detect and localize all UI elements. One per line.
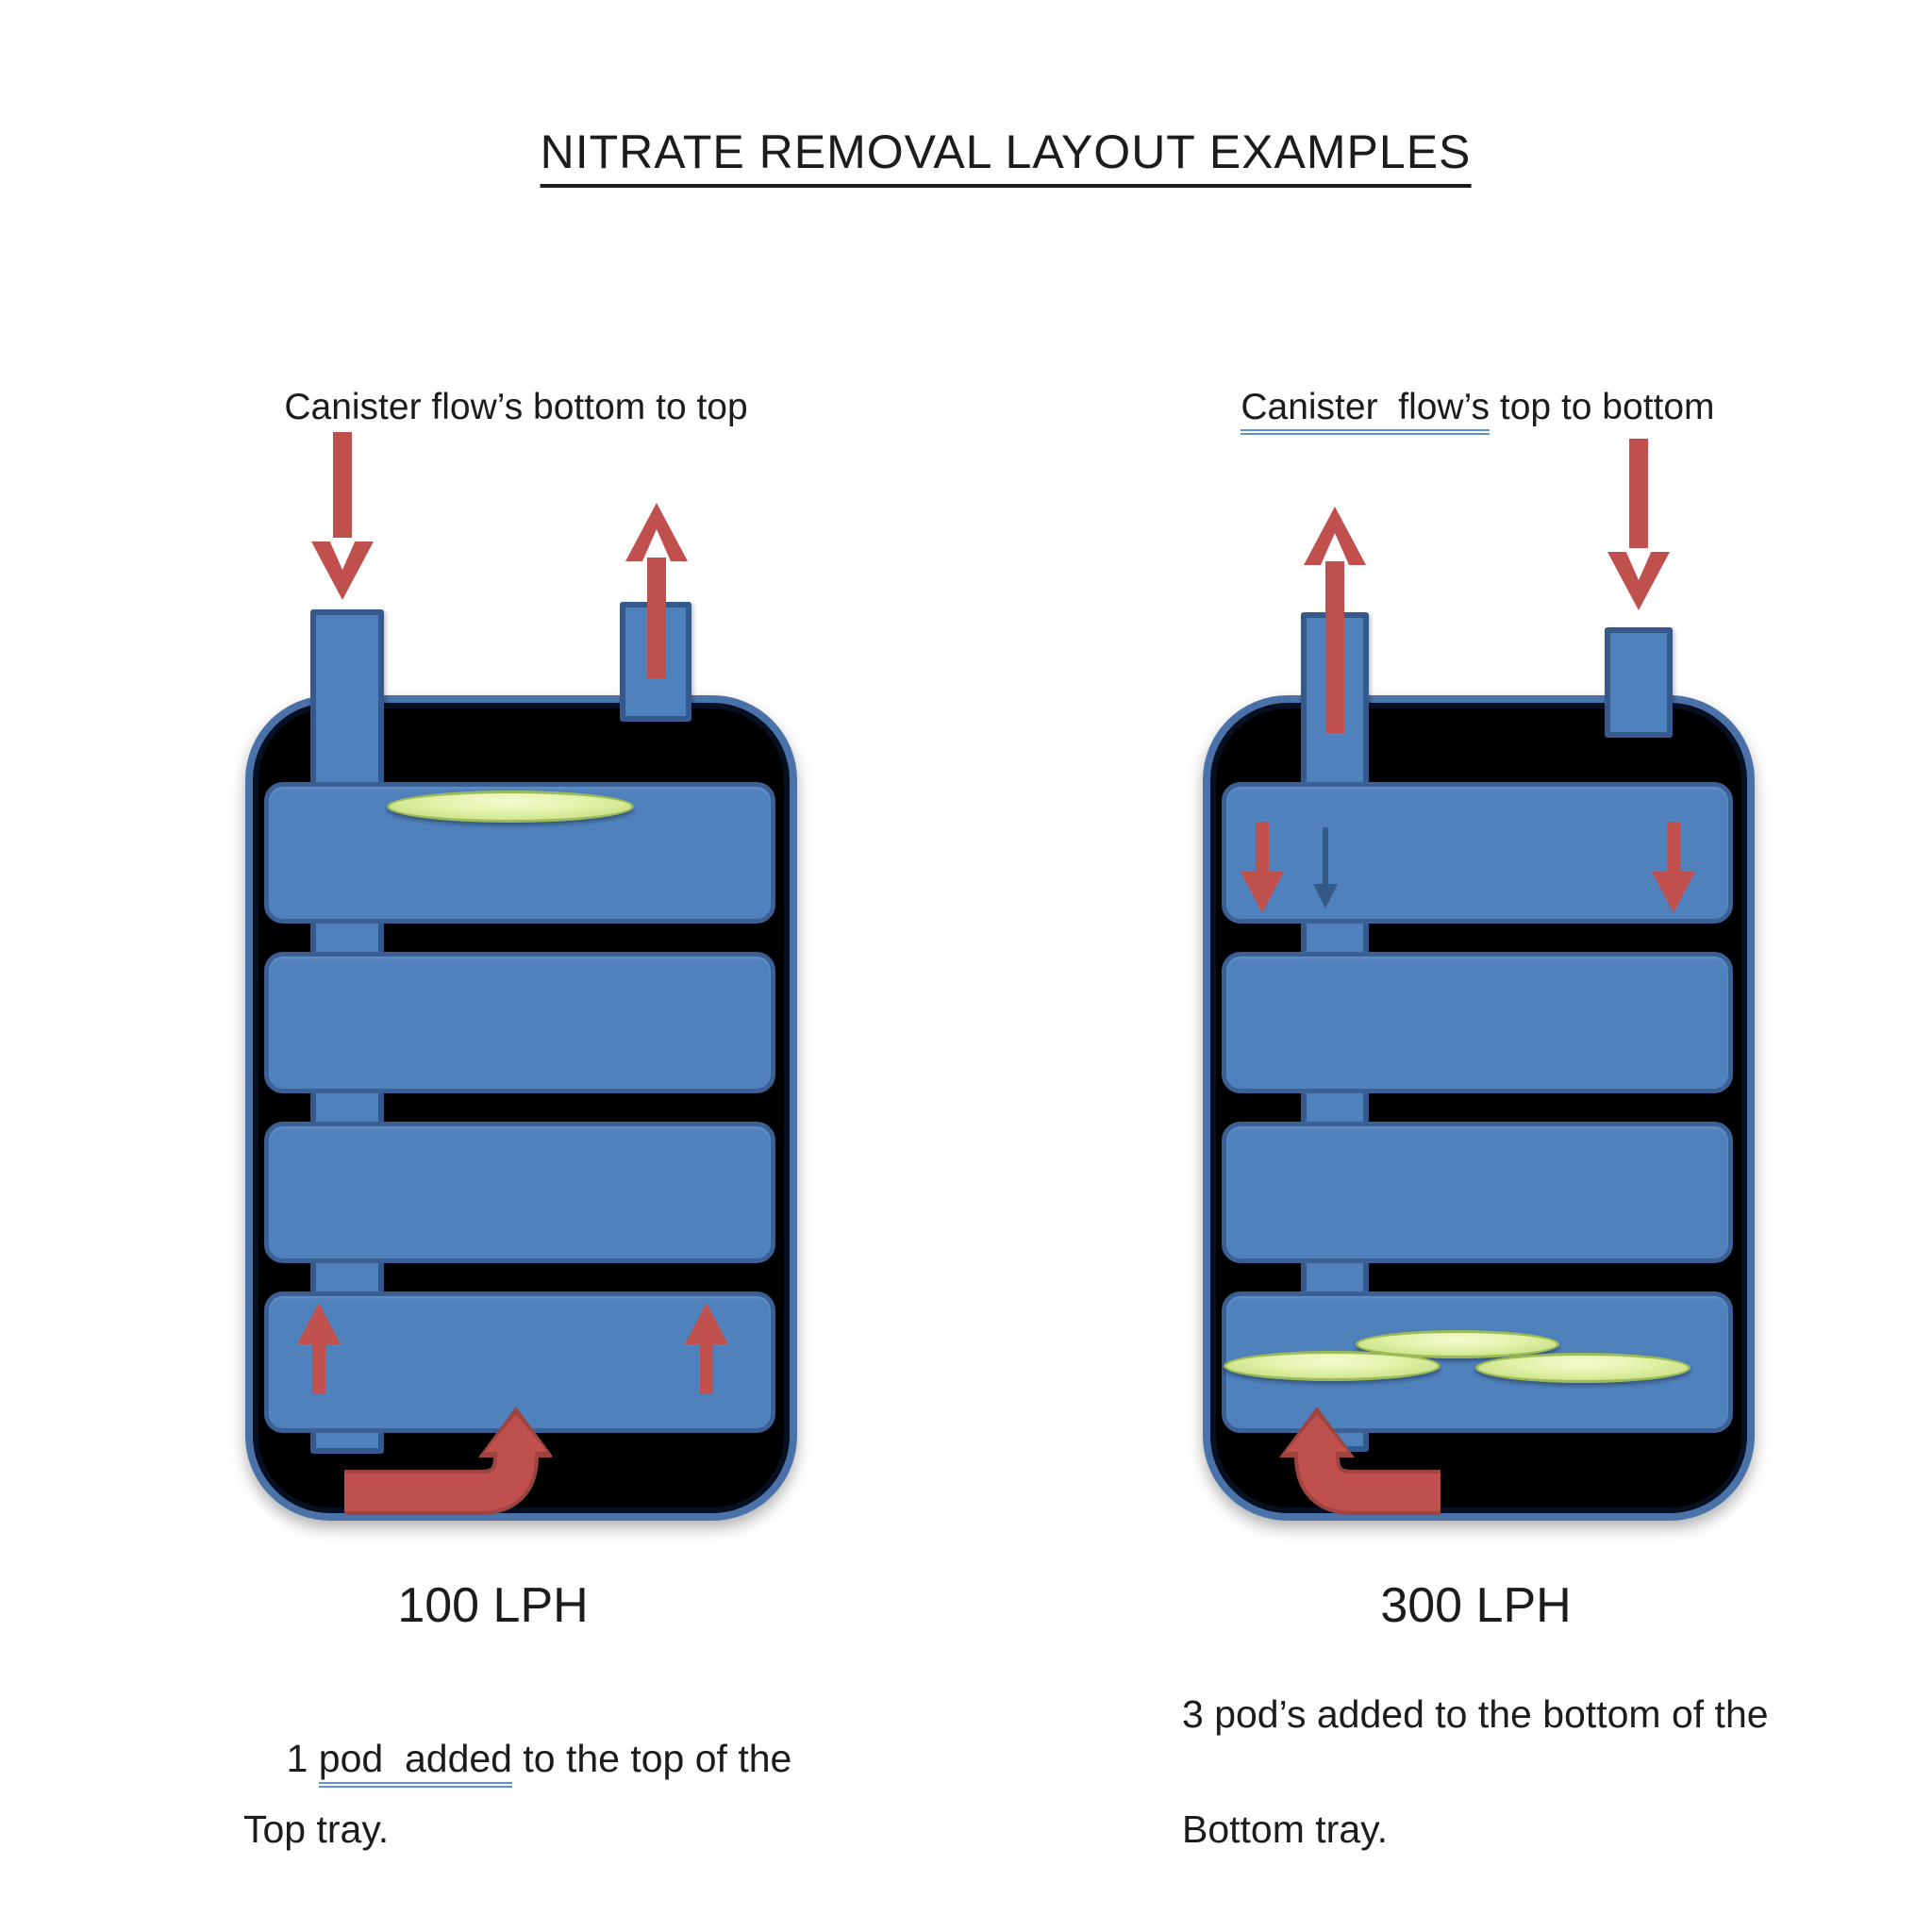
inlet-pipe bbox=[1605, 627, 1673, 738]
left-flow-heading-text: Canister flow’s bottom to top bbox=[284, 387, 748, 427]
right-canister-diagram bbox=[1203, 439, 1755, 1521]
left-canister-diagram bbox=[245, 432, 797, 1521]
flow-arrow-down-icon bbox=[1652, 822, 1695, 913]
media-tray-2 bbox=[264, 952, 775, 1093]
left-flow-rate-label: 100 LPH bbox=[397, 1578, 589, 1633]
media-tray-3 bbox=[264, 1122, 775, 1263]
right-caption-line2: Bottom tray. bbox=[1182, 1807, 1388, 1851]
left-caption-prefix: 1 bbox=[286, 1737, 319, 1780]
left-caption-line1: 1 pod added to the top of the bbox=[243, 1692, 791, 1825]
flow-arrow-down-icon bbox=[1241, 822, 1284, 913]
right-flow-heading-underlined: Canister flow’s bbox=[1241, 387, 1491, 435]
flow-elbow-arrow-icon bbox=[1279, 1407, 1441, 1515]
nitrate-pod bbox=[1224, 1351, 1441, 1381]
ghost-arrow-down-icon bbox=[1313, 827, 1338, 910]
nitrate-pod bbox=[1475, 1353, 1690, 1383]
flow-arrow-up-icon bbox=[685, 1303, 728, 1394]
right-flow-heading-rest: top to bottom bbox=[1490, 387, 1715, 427]
flow-arrow-down-icon bbox=[1607, 439, 1670, 610]
flow-arrow-up-icon bbox=[625, 503, 688, 678]
left-caption-suffix: to the top of the bbox=[511, 1737, 792, 1780]
right-flow-heading: Canister flow’s top to bottom bbox=[1200, 345, 1715, 470]
left-flow-heading: Canister flow’s bottom to top bbox=[243, 345, 748, 470]
page-title: NITRATE REMOVAL LAYOUT EXAMPLES bbox=[540, 125, 1472, 188]
media-tray-3 bbox=[1222, 1122, 1733, 1263]
nitrate-pod bbox=[387, 791, 634, 823]
flow-arrow-up-icon bbox=[297, 1303, 341, 1394]
flow-arrow-up-icon bbox=[1304, 507, 1366, 733]
right-caption-line1: 3 pod’s added to the bottom of the bbox=[1182, 1692, 1769, 1736]
left-caption-underlined: pod added bbox=[318, 1737, 512, 1788]
media-tray-top bbox=[1222, 782, 1733, 924]
media-tray-top bbox=[264, 782, 775, 924]
media-tray-2 bbox=[1222, 952, 1733, 1093]
right-flow-rate-label: 300 LPH bbox=[1380, 1578, 1572, 1633]
left-caption-line2: Top tray. bbox=[243, 1807, 390, 1851]
flow-elbow-arrow-icon bbox=[344, 1407, 552, 1515]
flow-arrow-down-icon bbox=[311, 432, 374, 600]
